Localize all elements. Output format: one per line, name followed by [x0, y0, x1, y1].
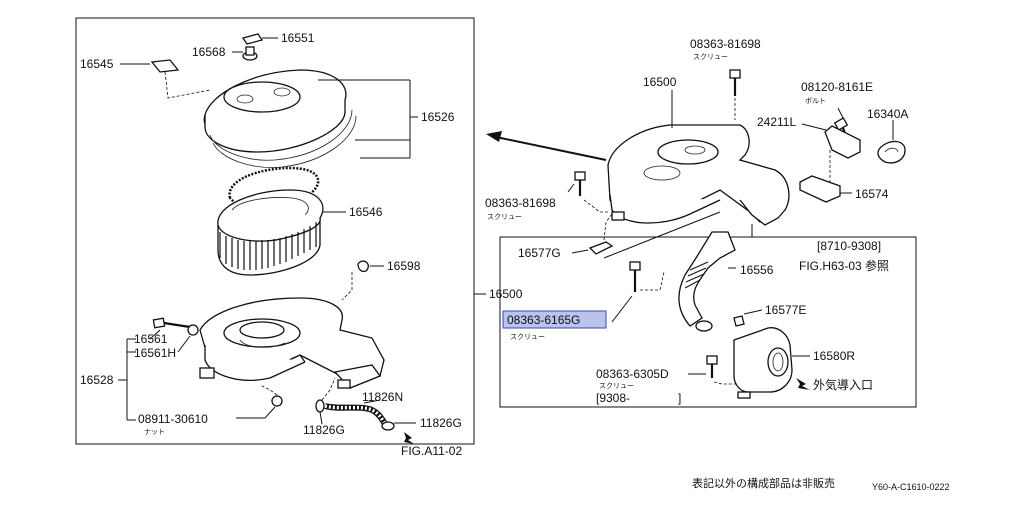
label-screw-low: スクリュー — [599, 382, 634, 390]
screw-08363-81698-top — [729, 69, 741, 120]
screw-08363-6305D — [688, 355, 738, 385]
label-16500-left: 16500 — [489, 287, 523, 301]
label-16598: 16598 — [387, 259, 421, 273]
leader-16526 — [318, 79, 418, 159]
filter-element-16546 — [217, 189, 346, 276]
bracket-16574 — [799, 175, 852, 203]
label-bolt: ボルト — [805, 97, 826, 105]
bracket-16528 — [118, 338, 136, 421]
label-08363-6165G[interactable]: 08363-6165G — [507, 313, 580, 327]
label-screw-top: スクリュー — [693, 53, 728, 61]
diagram-code: Y60-A-C1610-0222 — [872, 482, 950, 492]
resonator-16580R — [733, 327, 810, 399]
nut-08911 — [236, 384, 283, 419]
label-16551: 16551 — [281, 31, 315, 45]
label-16546: 16546 — [349, 205, 383, 219]
hose-11826N — [315, 377, 416, 444]
label-nut: ナット — [144, 428, 165, 436]
label-16545: 16545 — [80, 57, 114, 71]
label-08363-6305D: 08363-6305D — [596, 367, 669, 381]
clip-16577E — [695, 309, 763, 332]
label-08363-81698-top: 08363-81698 — [690, 37, 761, 51]
label-08363-81698-mid: 08363-81698 — [485, 196, 556, 210]
label-24211L: 24211L — [757, 115, 796, 129]
figure-ref-a11: FIG.A11-02 — [401, 444, 462, 458]
label-screw-mid: スクリュー — [487, 213, 522, 221]
clip-16340A — [877, 120, 906, 164]
air-cleaner-cover — [203, 69, 357, 168]
variant-connector — [603, 211, 721, 259]
label-range-bottom: [9308- — [596, 391, 630, 405]
label-08911-30610: 08911-30610 — [138, 412, 208, 426]
duct-16556 — [678, 231, 736, 327]
label-16545 — [120, 59, 211, 99]
label-fig-h63-03: FIG.H63-03 参照 — [799, 258, 889, 273]
label-16568: 16568 — [192, 45, 226, 59]
label-11826N: 11826N — [362, 390, 403, 404]
bracket-24211L — [801, 123, 861, 185]
left-panel-frame — [75, 17, 475, 445]
screw-08363-6165G — [611, 261, 665, 323]
label-16580R: 16580R — [813, 349, 855, 363]
label-16577G: 16577G — [518, 246, 561, 260]
label-range-top: [8710-9308] — [817, 239, 881, 253]
label-16577E: 16577E — [765, 303, 806, 317]
label-outside-air-inlet: 外気導入口 — [813, 377, 873, 392]
housing-16500 — [607, 90, 790, 226]
selected-part-highlight[interactable] — [502, 310, 607, 329]
label-range-bottom-close: ] — [678, 391, 681, 405]
wing-nut-16568 — [232, 46, 258, 61]
variant-frame — [499, 236, 917, 408]
label-16526: 16526 — [421, 110, 455, 124]
clip-16551 — [241, 33, 278, 45]
grommet-16561H — [177, 324, 199, 353]
label-16340A: 16340A — [867, 107, 908, 121]
label-16528: 16528 — [80, 373, 114, 387]
label-16556: 16556 — [740, 263, 774, 277]
gasket-ring — [228, 166, 320, 211]
label-screw-selected: スクリュー — [510, 333, 545, 341]
bolt-16561 — [149, 317, 191, 340]
label-11826G-a: 11826G — [303, 423, 345, 437]
clip-16577G — [571, 213, 614, 255]
label-16561: 16561 — [134, 332, 168, 346]
label-11826G-b: 11826G — [420, 416, 462, 430]
footer-note: 表記以外の構成部品は非販売 — [692, 476, 835, 490]
label-16561H: 16561H — [134, 346, 176, 360]
label-16500-right: 16500 — [643, 75, 677, 89]
clip-16598 — [341, 260, 384, 301]
label-16574: 16574 — [855, 187, 889, 201]
label-08120-8161E: 08120-8161E — [801, 80, 873, 94]
air-cleaner-body — [199, 297, 385, 389]
reference-arrow — [486, 131, 607, 161]
screw-08363-81698-mid — [567, 171, 608, 213]
